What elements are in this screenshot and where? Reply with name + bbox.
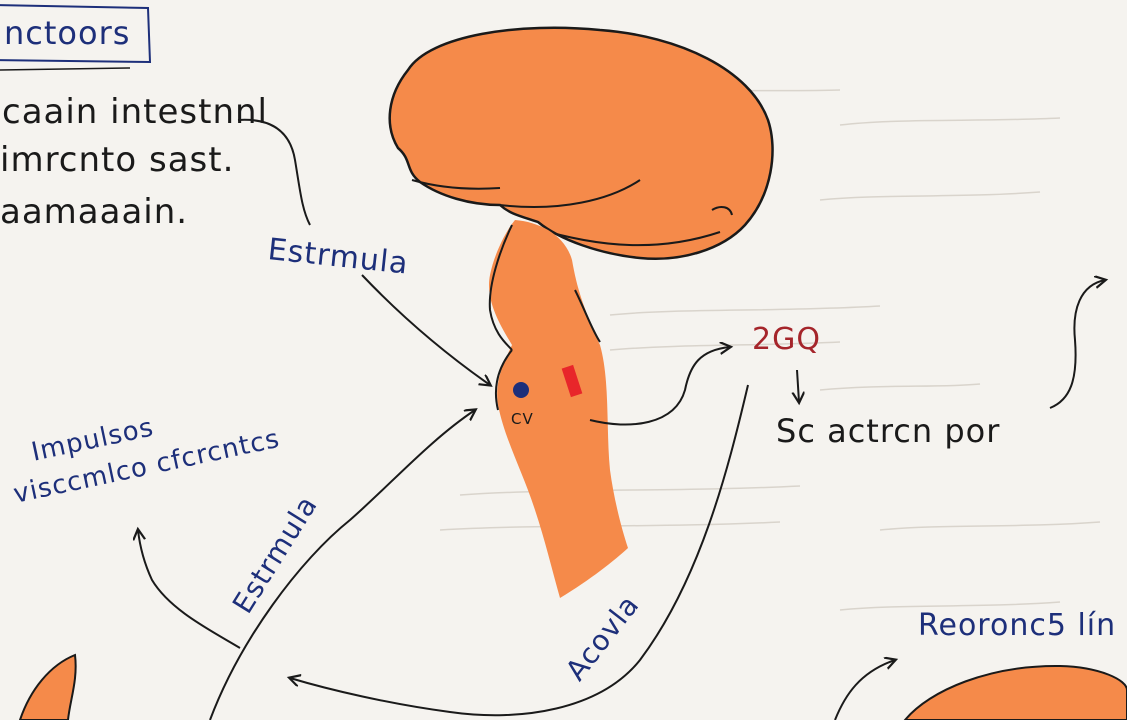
arrow-to-bottom-right (835, 660, 895, 720)
brain-drawing (390, 28, 773, 259)
label-bottom-right: Reoronc5 lín (918, 608, 1116, 643)
arrow-down-gq (797, 370, 799, 402)
label-se-activan: Sc actrcn por (776, 412, 1000, 450)
arrow-to-impulsos (138, 530, 240, 648)
label-cv: CV (511, 410, 534, 428)
blue-dot-marker (513, 382, 529, 398)
brainstem-drawing (489, 220, 628, 598)
left-note-line-3: aamaaain. (0, 192, 188, 232)
arrow-estimula-to-cv (362, 275, 490, 385)
left-note-line-2: imrcnto sast. (0, 140, 234, 180)
arrow-right-up (1050, 280, 1105, 408)
arrow-to-gq (590, 347, 730, 425)
header-tag: nctoors (4, 14, 130, 52)
label-gq: 2GQ (752, 322, 821, 357)
left-note-line-1: caain intestnnl (2, 92, 268, 132)
lower-right-shape (905, 666, 1127, 720)
lower-left-shape (20, 655, 76, 720)
